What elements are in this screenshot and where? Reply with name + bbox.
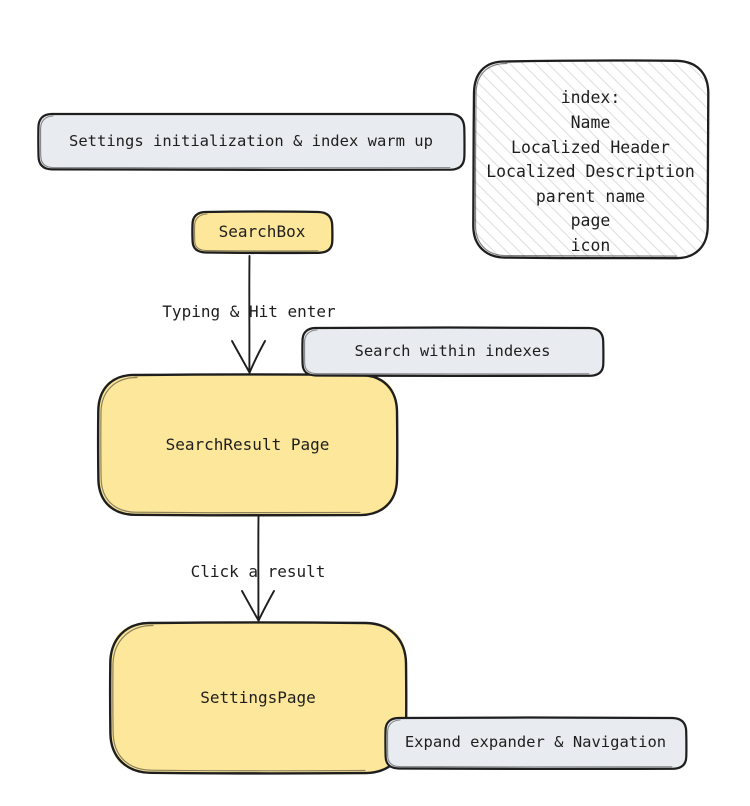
tag-expand-navigation[interactable]	[384, 716, 688, 771]
node-searchresult-page[interactable]	[96, 373, 399, 517]
edge-typing-hit-enter	[231, 255, 266, 374]
edge-click-a-result	[241, 515, 275, 622]
tag-search-within-indexes[interactable]	[301, 326, 605, 378]
node-settingspage[interactable]	[108, 621, 408, 775]
index-card[interactable]	[472, 59, 710, 260]
node-searchbox[interactable]	[191, 210, 334, 255]
tag-settings-init[interactable]	[37, 112, 466, 172]
